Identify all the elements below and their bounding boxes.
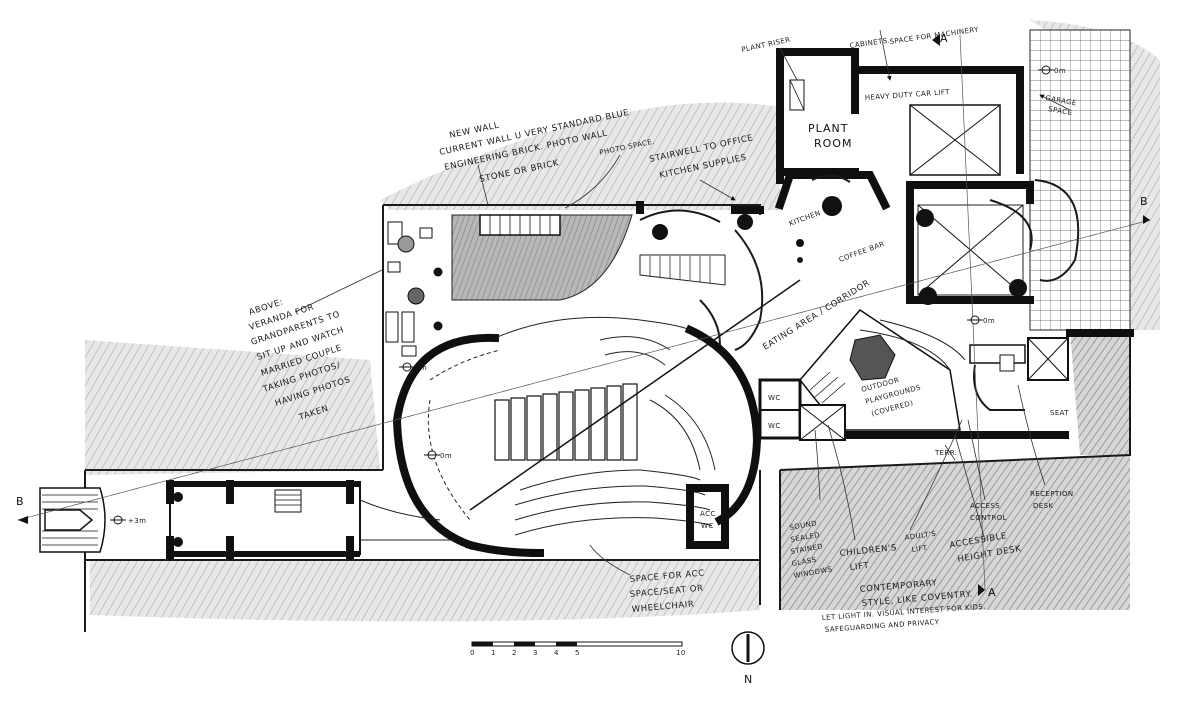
service-block [774, 48, 1080, 305]
label-north: N [744, 673, 753, 686]
reception-block [956, 329, 1134, 439]
foyer [636, 201, 804, 351]
entrance-steps [39, 487, 106, 553]
label-section-a-bottom: A [988, 586, 997, 599]
label-childrens-lift-2: LIFT [849, 561, 870, 573]
scale-tick-3: 3 [533, 649, 538, 657]
label-level-0m-3: 0m [983, 317, 995, 325]
garage-grid [1029, 29, 1131, 331]
label-section-b-left: B [16, 495, 25, 508]
label-reception-1: RECEPTION [1030, 490, 1074, 498]
label-access-1: ACCESS [970, 502, 1000, 510]
label-seat: SEAT [1050, 409, 1069, 417]
pews [494, 383, 638, 461]
label-space-machinery: SPACE FOR MACHINERY [889, 25, 979, 45]
veranda-furniture [385, 221, 443, 357]
label-level-0m-2: 0m [415, 364, 427, 372]
leader-lines [294, 29, 1071, 576]
label-access-2: CONTROL [970, 514, 1007, 522]
playground-zone [799, 309, 966, 431]
level-markers [110, 65, 1054, 525]
label-section-a-top: A [940, 32, 949, 45]
scale-tick-5: 5 [575, 649, 580, 657]
label-coffee-bar: COFFEE BAR [838, 240, 886, 264]
scale-tick-10: 10 [676, 649, 686, 657]
section-lines [17, 34, 1151, 596]
label-adults-lift-2: LIFT [911, 544, 928, 554]
label-level-0m-4: 0m [1054, 67, 1066, 75]
label-section-b-right: B [1140, 195, 1149, 208]
label-wc-2: WC [768, 422, 781, 430]
north-arrow-icon: N [731, 631, 765, 686]
wc-blocks [686, 378, 846, 549]
scale-tick-1: 1 [491, 649, 496, 657]
label-plant-2: ROOM [814, 137, 852, 150]
label-wc-1: WC [768, 394, 781, 402]
entrance-corridor [166, 480, 455, 560]
scale-tick-2: 2 [512, 649, 517, 657]
courtyard-lawn [451, 214, 633, 301]
label-level-0m-1: 0m [440, 452, 452, 460]
scale-bar: 0 1 2 3 4 5 10 [470, 641, 686, 657]
label-acc-wc-2: WC [701, 522, 714, 530]
label-acc-wc-1: ACC [700, 510, 716, 518]
label-cabinets: CABINETS. [849, 36, 890, 50]
label-level-entry: +3m [128, 517, 146, 525]
scale-tick-4: 4 [554, 649, 559, 657]
label-kitchen: KITCHEN [788, 209, 822, 228]
scale-tick-0: 0 [470, 649, 475, 657]
diagonal-aisle [469, 279, 801, 511]
label-plant-1: PLANT [808, 122, 849, 135]
label-reception-2: DESK [1033, 502, 1053, 510]
label-terrace: TERR. [934, 449, 957, 457]
